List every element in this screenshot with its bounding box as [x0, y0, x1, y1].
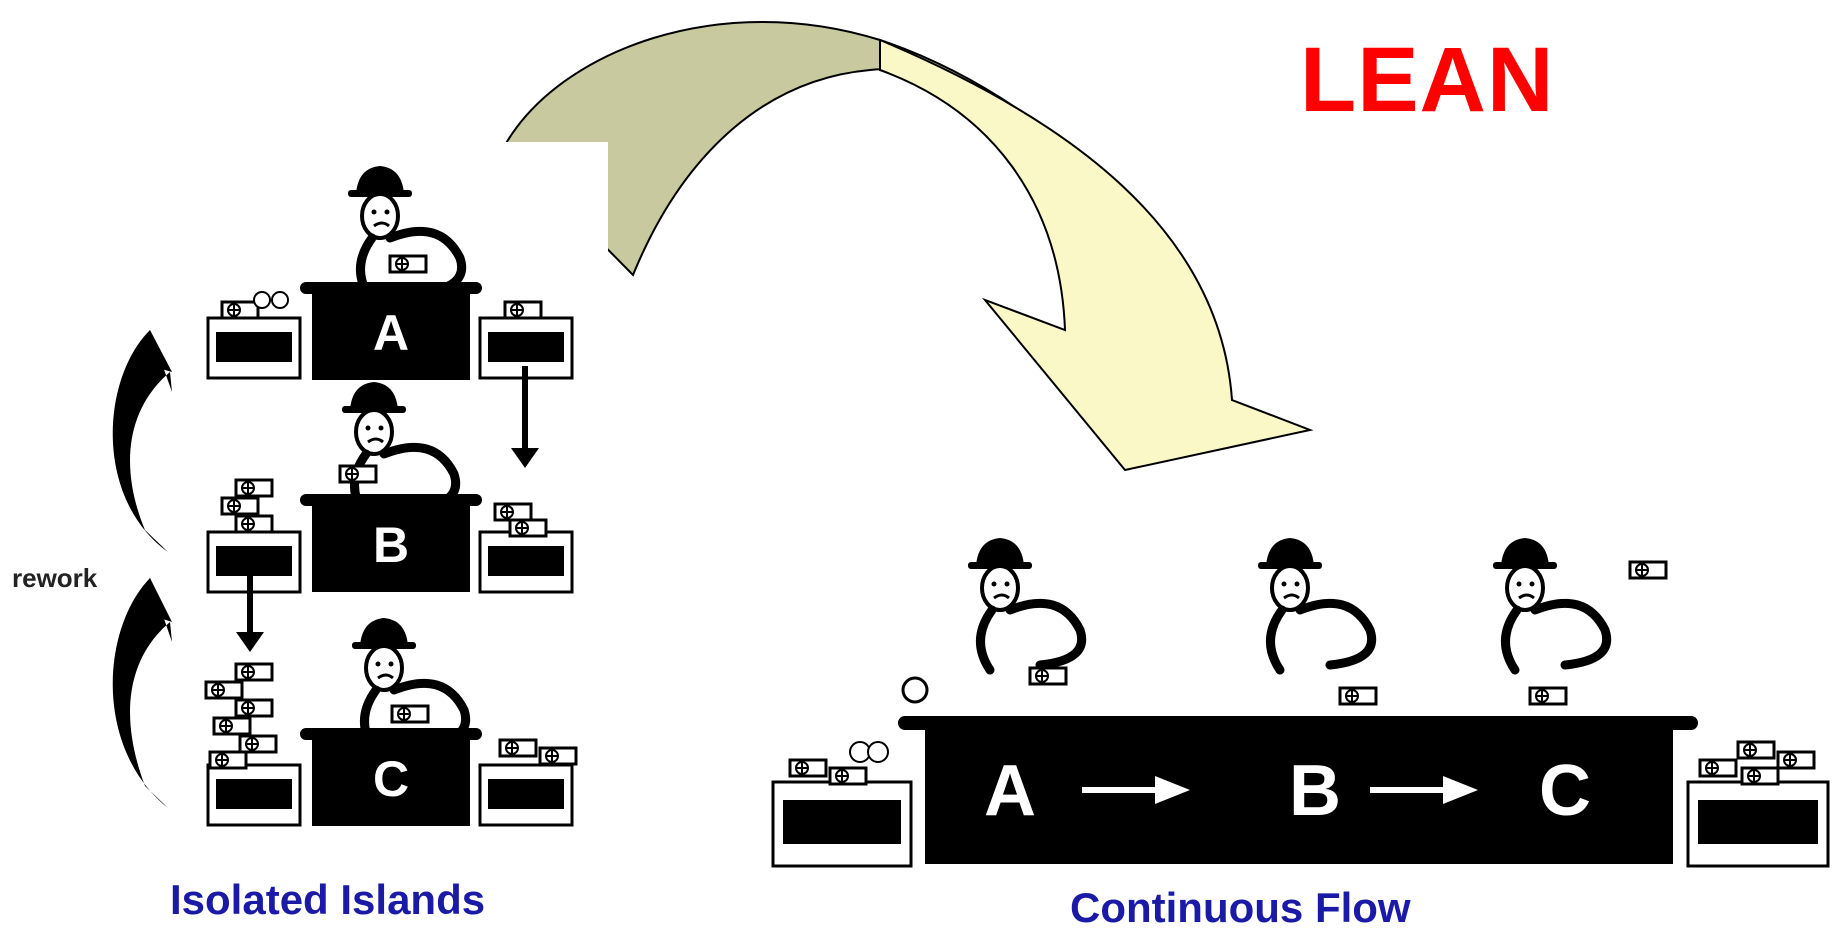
station-label-b-left: B [373, 517, 409, 573]
flow-table-top [898, 716, 1698, 730]
station-label-a-right: A [984, 751, 1036, 831]
station-label-b-right: B [1289, 751, 1341, 831]
lean-title: LEAN [1300, 28, 1554, 133]
station-label-c-right: C [1539, 751, 1591, 831]
rework-label: rework [12, 563, 97, 594]
rework-arrows [113, 330, 172, 808]
isolated-islands-caption: Isolated Islands [170, 876, 485, 924]
station-label-c-left: C [373, 751, 409, 807]
station-label-a-left: A [373, 305, 409, 361]
continuous-flow-caption: Continuous Flow [1070, 884, 1411, 932]
transition-arrow [505, 22, 1310, 470]
